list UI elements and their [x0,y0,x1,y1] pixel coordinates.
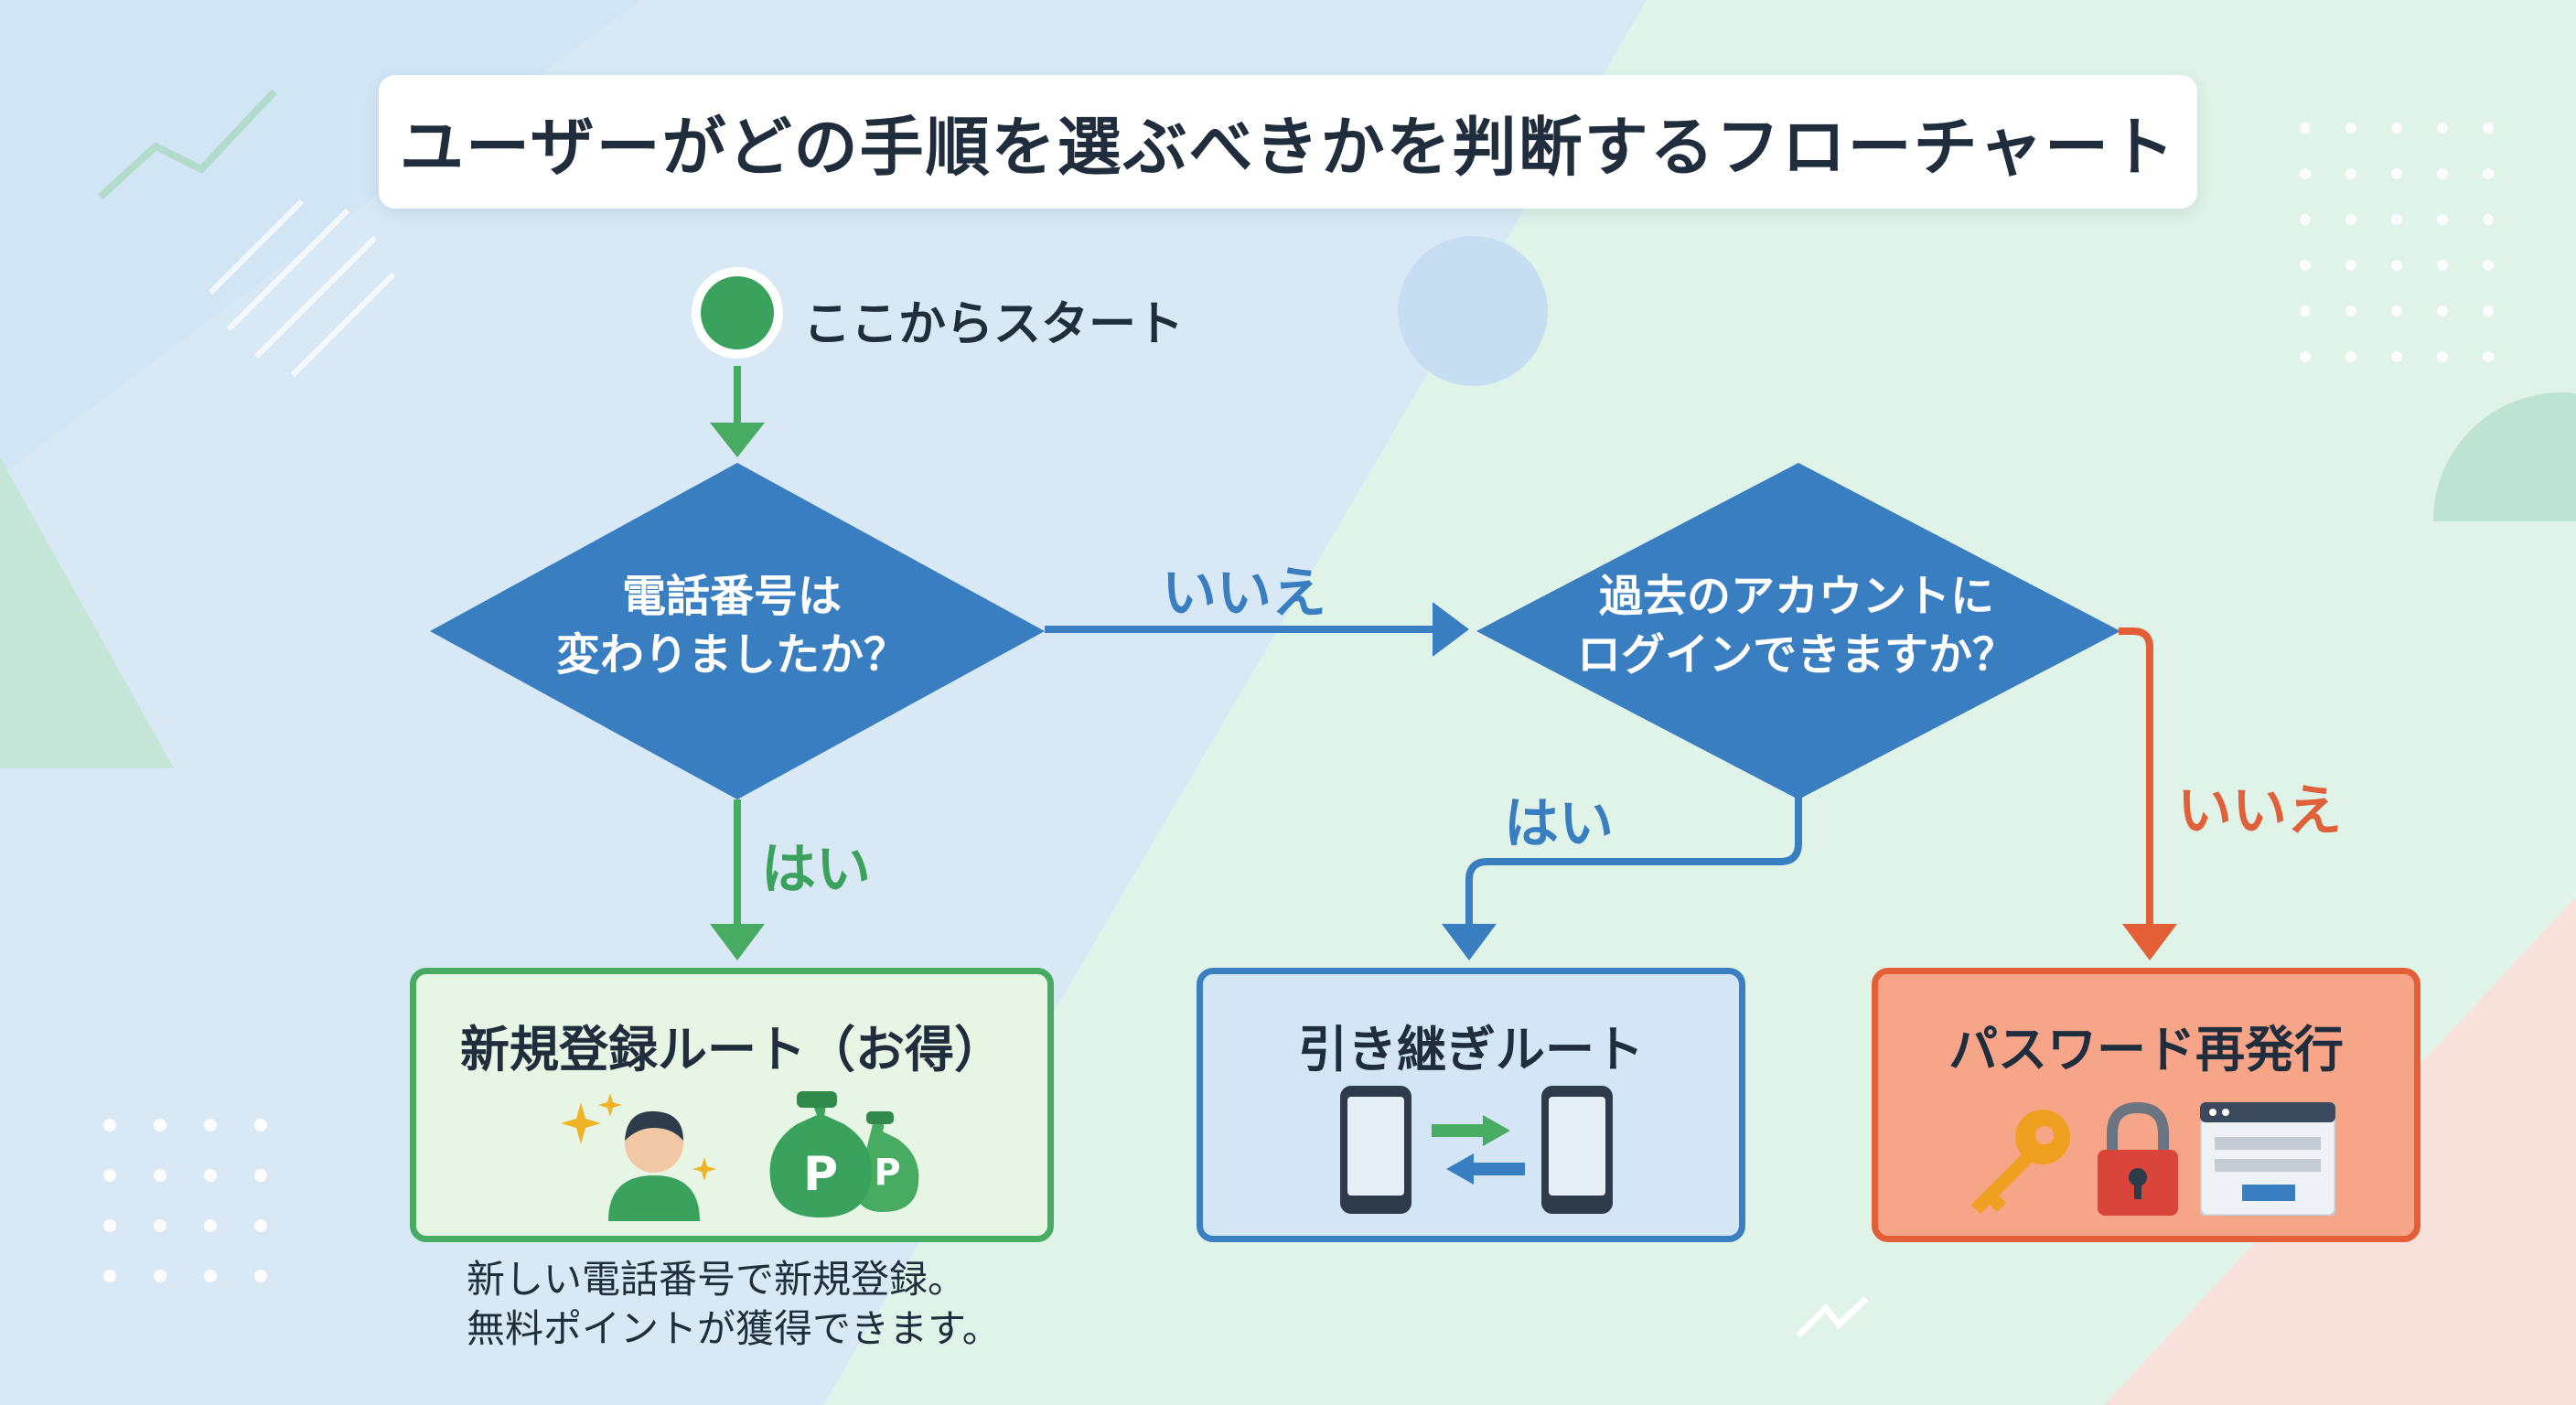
money-bag-icon: P P [769,1091,919,1217]
decision-text-line: ログインできますか？ [1576,629,2016,681]
padlock-icon [2098,1101,2178,1216]
outcome-password-reset: パスワード再発行 [1872,968,2420,1242]
start-node [692,267,783,359]
decision-text-line: 電話番号は [621,571,842,622]
decision-diamond-phone [430,463,1045,799]
branch-label-yes: はい [761,838,871,902]
user-sparkle-icon [561,1093,716,1221]
decision-text-line: 変わりましたか？ [555,629,907,681]
arrow-no-to-login [1045,602,1469,657]
branch-label-no: いいえ [2177,779,2342,843]
outcome-title: 新規登録ルート（お得） [460,1021,1004,1078]
outcome-title: パスワード再発行 [1948,1021,2344,1078]
outcome-transfer: 引き継ぎルート [1197,968,1745,1242]
money-bag-letter: P [803,1147,838,1202]
money-bag-letter: P [874,1152,900,1194]
phone-transfer-icon [1340,1086,1613,1214]
note-line: 新しい電話番号で新規登録。 [467,1257,967,1302]
arrow-yes-to-transfer [1442,798,1802,960]
new-registration-note: 新しい電話番号で新規登録。 無料ポイントが獲得できます。 [467,1255,1001,1354]
decision-text-login: 過去のアカウントに ログインできますか？ [1504,567,2089,684]
outcome-title: 引き継ぎルート [1298,1021,1644,1078]
arrow-yes-to-new-registration [710,799,765,960]
arrow-start-to-decision [710,366,765,457]
decision-diamond-login [1476,463,2120,799]
start-label: ここからスタート [803,297,1185,352]
outcome-new-registration: 新規登録ルート（お得） P P [410,968,1054,1242]
branch-label-yes: はい [1504,792,1614,856]
branch-label-no: いいえ [1162,562,1326,626]
arrow-no-to-password-reset [2119,627,2177,960]
decision-text-phone: 電話番号は 変わりましたか？ [512,567,951,684]
decision-text-line: 過去のアカウントに [1598,571,1994,622]
page-title: ユーザーがどの手順を選ぶべきかを判断するフローチャート [400,109,2176,185]
title-banner: ユーザーがどの手順を選ぶべきかを判断するフローチャート [379,75,2197,209]
note-line: 無料ポイントが獲得できます。 [467,1306,1001,1351]
key-icon [1971,1110,2070,1214]
login-form-icon [2200,1102,2335,1216]
